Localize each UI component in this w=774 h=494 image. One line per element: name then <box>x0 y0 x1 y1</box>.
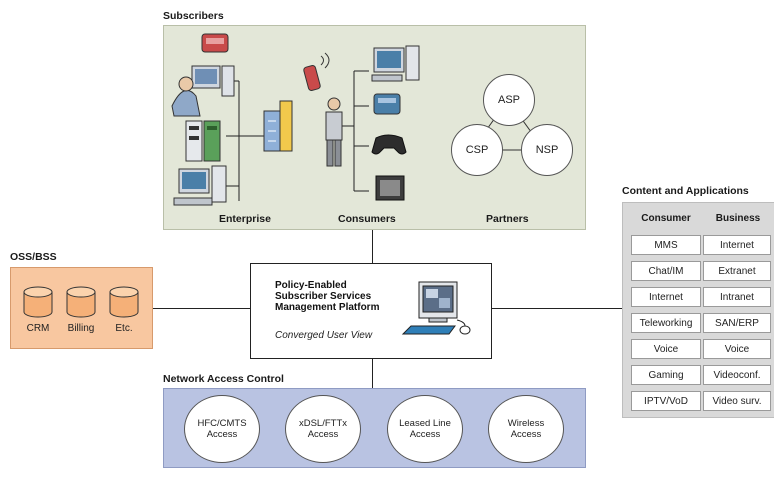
consumers-label: Consumers <box>338 213 396 225</box>
consumer-app-cell: MMS <box>631 235 701 255</box>
access-leased-line: Leased Line Access <box>387 395 463 463</box>
mobile-phone-icon <box>303 52 330 91</box>
consumer-app-cell: Chat/IM <box>631 261 701 281</box>
network-access-panel: HFC/CMTS Access xDSL/FTTx Access Leased … <box>163 388 586 468</box>
consumer-app-cell: Gaming <box>631 365 701 385</box>
connector-oss-platform <box>151 308 250 309</box>
consumer-app-cell: IPTV/VoD <box>631 391 701 411</box>
access-xdsl-fttx: xDSL/FTTx Access <box>285 395 361 463</box>
column-consumer: Consumer <box>641 213 691 224</box>
desk-phone-icon <box>373 93 401 115</box>
business-app-cell: Voice <box>703 339 771 359</box>
building-icon <box>263 100 293 152</box>
access-line1: Leased Line <box>399 418 451 429</box>
platform-subtitle: Converged User View <box>275 330 373 341</box>
pc-icon <box>173 165 227 206</box>
workstation-icon <box>401 281 471 335</box>
access-line1: Wireless <box>507 418 545 429</box>
platform-title: Policy-Enabled Subscriber Services Manag… <box>275 280 380 313</box>
business-app-cell: Intranet <box>703 287 771 307</box>
game-controller-icon <box>371 134 407 155</box>
database-icon <box>109 286 139 318</box>
column-business: Business <box>715 213 761 224</box>
person-icon <box>325 97 343 167</box>
access-line1: HFC/CMTS <box>197 418 247 429</box>
business-app-cell: Video surv. <box>703 391 771 411</box>
subscriber-devices-illustration <box>171 33 535 206</box>
consumer-app-cell: Internet <box>631 287 701 307</box>
policy-platform-box: Policy-Enabled Subscriber Services Manag… <box>250 263 492 359</box>
television-icon <box>375 175 405 201</box>
subscribers-heading: Subscribers <box>163 10 224 22</box>
partner-nsp: NSP <box>521 124 573 176</box>
access-line2: Access <box>307 429 339 440</box>
oss-bss-heading: OSS/BSS <box>10 251 57 263</box>
business-app-cell: SAN/ERP <box>703 313 771 333</box>
access-line2: Access <box>409 429 441 440</box>
oss-bss-panel: CRM Billing Etc. <box>10 267 153 349</box>
partner-asp: ASP <box>483 74 535 126</box>
access-line2: Access <box>206 429 238 440</box>
oss-item-billing: Billing <box>67 323 95 334</box>
partners-label: Partners <box>486 213 529 225</box>
connector-platform-network <box>372 357 373 388</box>
business-app-cell: Extranet <box>703 261 771 281</box>
consumer-app-cell: Teleworking <box>631 313 701 333</box>
connector-subscribers-platform <box>372 228 373 263</box>
partner-csp: CSP <box>451 124 503 176</box>
database-icon <box>66 286 96 318</box>
content-applications-heading: Content and Applications <box>622 185 749 197</box>
access-hfc-cmts: HFC/CMTS Access <box>184 395 260 463</box>
workstation-icon <box>171 65 235 117</box>
access-line2: Access <box>510 429 542 440</box>
database-icon <box>23 286 53 318</box>
business-app-cell: Internet <box>703 235 771 255</box>
subscribers-panel: ASP CSP NSP Enterprise Consumers Partner… <box>163 25 586 230</box>
business-app-cell: Videoconf. <box>703 365 771 385</box>
oss-item-crm: CRM <box>26 323 50 334</box>
network-access-heading: Network Access Control <box>163 373 284 385</box>
connector-platform-content <box>490 308 622 309</box>
phone-icon <box>201 33 229 53</box>
consumer-app-cell: Voice <box>631 339 701 359</box>
oss-item-etc: Etc. <box>115 323 133 334</box>
consumer-pc-icon <box>371 45 420 82</box>
server-rack-icon <box>185 120 221 162</box>
enterprise-label: Enterprise <box>219 213 271 225</box>
access-wireless: Wireless Access <box>488 395 564 463</box>
access-line1: xDSL/FTTx <box>298 418 348 429</box>
